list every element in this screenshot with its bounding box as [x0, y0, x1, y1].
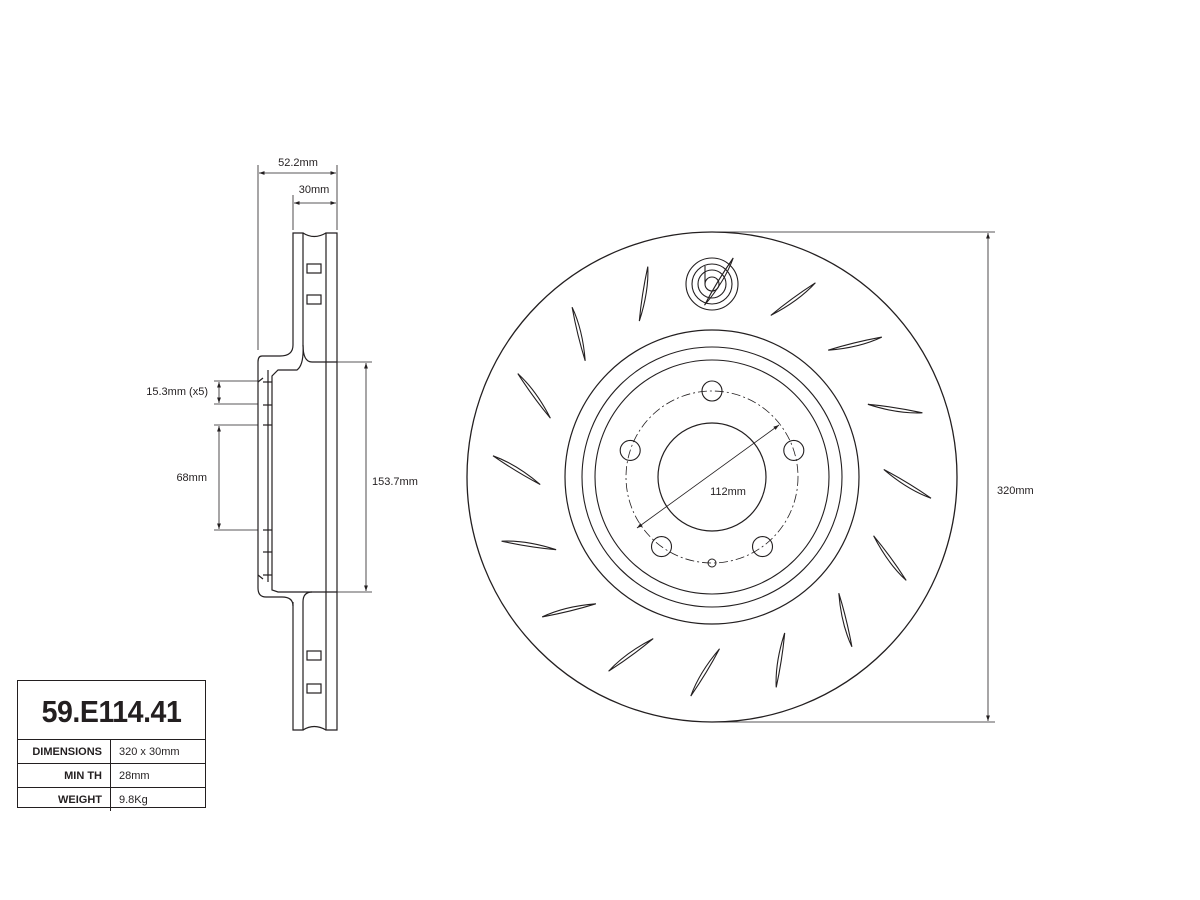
disc-slot [541, 603, 596, 618]
hat-face [594, 359, 830, 595]
spec-table: DIMENSIONS 320 x 30mm MIN TH 28mm WEIGHT… [18, 739, 205, 811]
disc-slot [883, 469, 932, 499]
disc-diameter-label: 320mm [997, 485, 1034, 497]
disc-thickness-label: 30mm [299, 184, 330, 196]
disc-slot [828, 336, 883, 351]
side-view-dimensions [214, 165, 372, 593]
brembo-logo-icon [685, 257, 739, 311]
locating-hole [707, 558, 717, 568]
side-view-dimension-labels: 52.2mm 30mm 15.3mm (x5) 68mm 153.7mm [146, 157, 418, 488]
bolt-hole [751, 536, 774, 558]
spec-box: 59.E114.41 DIMENSIONS 320 x 30mm MIN TH … [17, 680, 206, 811]
spec-value: 28mm [110, 763, 205, 788]
disc-slot [517, 373, 551, 419]
part-number: 59.E114.41 [41, 694, 182, 729]
front-view-dimensions [636, 231, 995, 723]
front-view [466, 231, 958, 723]
spec-key: WEIGHT [18, 787, 111, 811]
disc-outer-edge [466, 231, 958, 723]
disc-slot [638, 266, 649, 322]
hat-diameter-label: 153.7mm [372, 476, 418, 488]
spec-key: MIN TH [18, 763, 111, 788]
disc-ring-section [292, 232, 338, 731]
slots [492, 257, 932, 697]
disc-slot [770, 282, 816, 316]
spec-row-weight: WEIGHT 9.8Kg [18, 787, 205, 811]
pcd-circle [625, 390, 799, 564]
bolt-hole [783, 439, 805, 461]
disc-slot [501, 540, 557, 551]
centre-bore-label: 68mm [176, 472, 207, 484]
disc-slot [867, 403, 923, 414]
bolt-hole [701, 380, 723, 402]
overall-width-label: 52.2mm [278, 157, 318, 169]
spec-value: 9.8Kg [110, 787, 205, 811]
disc-hat-section [257, 344, 337, 607]
spec-value: 320 x 30mm [110, 739, 205, 764]
centre-bore [657, 422, 767, 532]
bolt-hole [650, 536, 673, 558]
spec-row-min-thickness: MIN TH 28mm [18, 763, 205, 788]
spec-row-dimensions: DIMENSIONS 320 x 30mm [18, 739, 205, 764]
pcd-label: 112mm [710, 486, 746, 498]
side-view [257, 232, 338, 731]
disc-slot [608, 638, 654, 672]
hat-outer-edge [581, 346, 843, 608]
friction-ring-inner-edge [564, 329, 860, 625]
bolt-hole-label: 15.3mm (x5) [146, 386, 208, 398]
disc-slot [775, 632, 786, 688]
disc-slot [873, 535, 907, 581]
disc-slot [492, 455, 541, 485]
bolt-holes [619, 380, 805, 568]
disc-slot [571, 306, 586, 361]
disc-slot [690, 648, 720, 697]
spec-key: DIMENSIONS [18, 739, 111, 764]
disc-slot [838, 593, 853, 648]
